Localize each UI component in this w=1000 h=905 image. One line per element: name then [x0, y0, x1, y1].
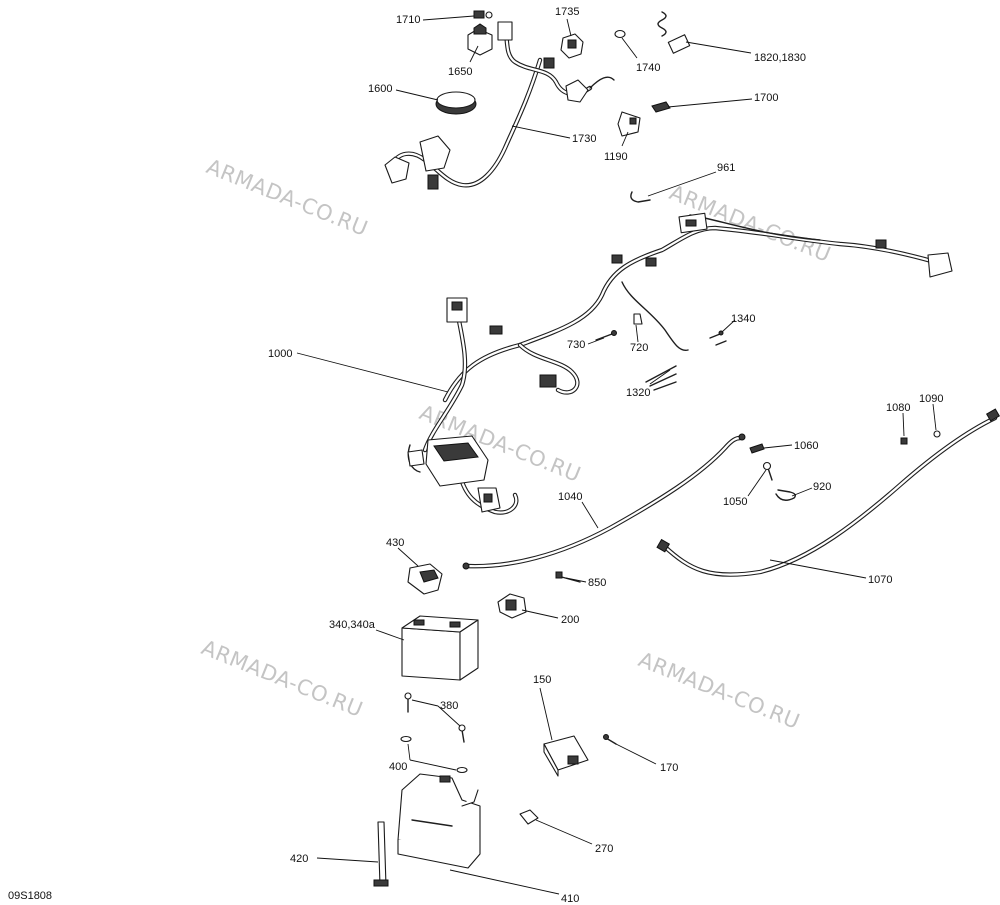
part-150-module [543, 735, 589, 777]
callout-1740: 1740 [636, 62, 660, 74]
callout-420: 420 [290, 853, 308, 865]
callout-1000: 1000 [268, 348, 292, 360]
part-410-tray [397, 773, 481, 869]
callout-labels: 1710 1650 1735 1740 1820,1830 1600 1730 … [268, 6, 943, 905]
part-400-washers [400, 735, 468, 774]
part-270-connector [519, 809, 539, 825]
part-1650-sensor [467, 23, 493, 56]
callout-1340: 1340 [731, 313, 755, 325]
callout-1820-1830: 1820,1830 [754, 52, 806, 64]
callout-270: 270 [595, 843, 613, 855]
part-920-clamp [775, 489, 797, 501]
callout-1710: 1710 [396, 14, 420, 26]
part-340-battery [401, 615, 479, 681]
callout-380: 380 [440, 700, 458, 712]
part-200-relay [497, 593, 527, 619]
diagram-code: 09S1808 [8, 890, 52, 902]
part-1190-relay [617, 111, 641, 137]
callout-1735: 1735 [555, 6, 579, 18]
part-1740-grommet [614, 29, 626, 39]
callout-1730: 1730 [572, 133, 596, 145]
callout-730: 730 [567, 339, 585, 351]
callout-920: 920 [813, 481, 831, 493]
part-430-bracket [407, 563, 443, 595]
callout-1600: 1600 [368, 83, 392, 95]
callout-1700: 1700 [754, 92, 778, 104]
callout-961: 961 [717, 162, 735, 174]
callout-1090: 1090 [919, 393, 943, 405]
watermark-1: ARMADA-CO.RU [203, 154, 371, 241]
part-720-clip [633, 313, 643, 325]
callout-410: 410 [561, 893, 579, 905]
part-1820-coil [657, 11, 691, 54]
callout-1070: 1070 [868, 574, 892, 586]
part-1340-screws [709, 330, 727, 346]
callout-1050: 1050 [723, 496, 747, 508]
harness-1730 [384, 21, 615, 190]
watermark-5: ARMADA-CO.RU [635, 647, 803, 734]
part-1700-connector [651, 101, 671, 113]
part-1080-nut [900, 437, 908, 445]
watermark-4: ARMADA-CO.RU [198, 635, 366, 722]
watermarks: ARMADA-CO.RU ARMADA-CO.RU ARMADA-CO.RU A… [198, 154, 834, 734]
part-961-clip [630, 191, 651, 203]
callout-850: 850 [588, 577, 606, 589]
callout-340-340a: 340,340a [329, 619, 376, 631]
callout-1190: 1190 [604, 151, 628, 163]
part-1050-bolt [762, 461, 773, 481]
callout-1060: 1060 [794, 440, 818, 452]
callout-1040: 1040 [558, 491, 582, 503]
callout-430: 430 [386, 537, 404, 549]
callout-1650: 1650 [448, 66, 472, 78]
cable-1040 [462, 433, 746, 570]
part-170-screw [603, 734, 617, 745]
callout-1080: 1080 [886, 402, 910, 414]
callout-150: 150 [533, 674, 551, 686]
part-1090-washer [933, 430, 941, 438]
part-1060-terminal [749, 443, 765, 454]
part-730-screw [595, 330, 617, 341]
callout-200: 200 [561, 614, 579, 626]
part-1735-switch [560, 33, 584, 59]
part-380-bolts [404, 692, 466, 743]
leader-lines [296, 15, 937, 895]
part-1600-cover [435, 91, 477, 115]
callout-400: 400 [389, 761, 407, 773]
callout-720: 720 [630, 342, 648, 354]
cable-1070 [656, 408, 1000, 577]
callout-170: 170 [660, 762, 678, 774]
harness-1000 [407, 212, 953, 515]
part-420-strap [373, 821, 389, 887]
part-1320-ties [645, 365, 677, 391]
callout-1320: 1320 [626, 387, 650, 399]
part-1710-connector [473, 10, 493, 19]
